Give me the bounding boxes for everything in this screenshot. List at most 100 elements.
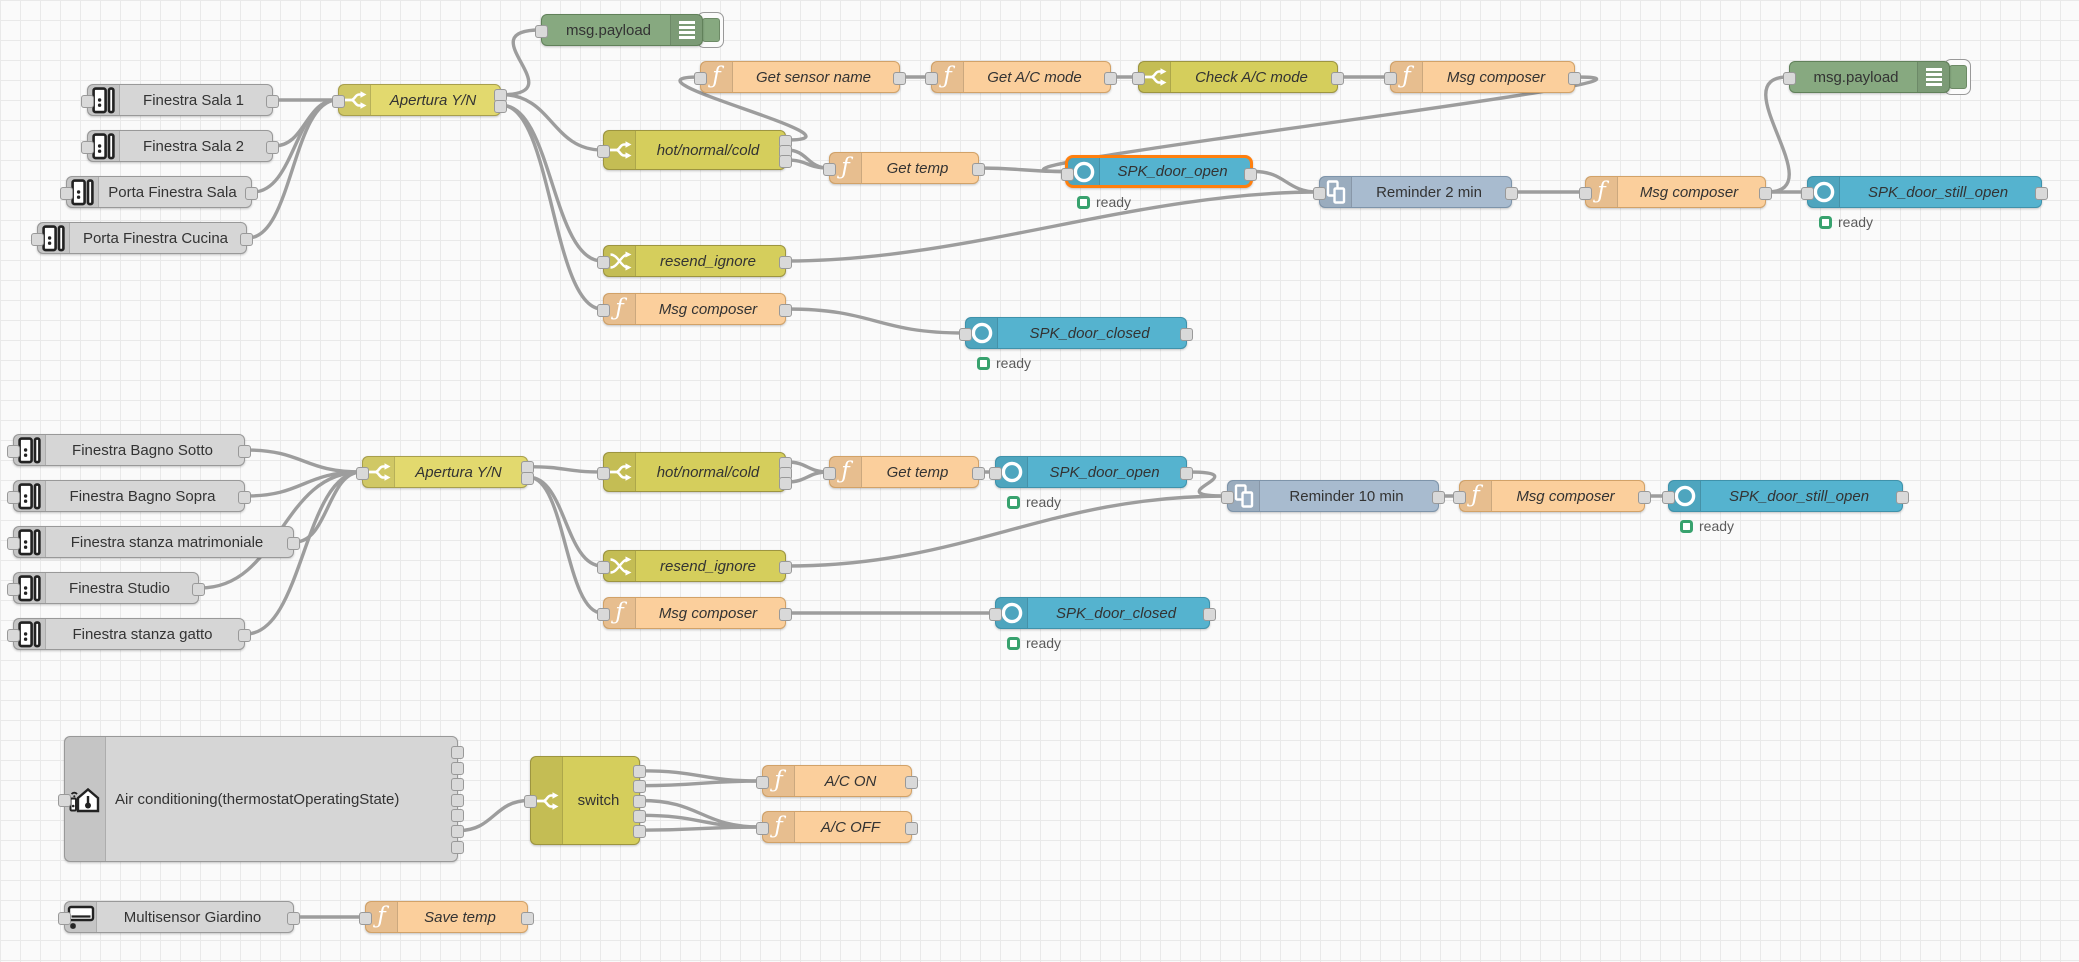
output-port-1[interactable] (287, 536, 300, 550)
node-switch[interactable]: switch (524, 756, 646, 845)
node-spk-door-open-1[interactable]: SPK_door_open (1061, 155, 1257, 188)
input-port[interactable] (597, 560, 610, 574)
node-spk-door-closed-1[interactable]: SPK_door_closed (959, 317, 1193, 349)
node-spk-door-still-open-2[interactable]: SPK_door_still_open (1662, 480, 1909, 512)
output-port-1[interactable] (905, 821, 918, 835)
node-porta-finestra-sala[interactable]: Porta Finestra Sala (60, 176, 258, 208)
node-finestra-stanza-matrimoniale[interactable]: Finestra stanza matrimoniale (7, 526, 300, 558)
wire-hot-normal-cold-2-to-get-temp-2[interactable] (785, 470, 830, 484)
output-port-1[interactable] (287, 911, 300, 925)
node-finestra-studio[interactable]: Finestra Studio (7, 572, 205, 604)
output-port-3[interactable] (633, 795, 646, 808)
output-port-2[interactable] (494, 99, 507, 113)
output-port-7[interactable] (451, 840, 464, 854)
wire-finestra-stanza-gatto-to-apertura-yn-2[interactable] (244, 470, 363, 636)
node-porta-finestra-cucina[interactable]: Porta Finestra Cucina (31, 222, 253, 254)
input-port[interactable] (7, 628, 20, 642)
input-port[interactable] (597, 303, 610, 317)
wire-porta-finestra-cucina-to-apertura-yn-1[interactable] (246, 98, 339, 240)
wire-spk-door-open-1-to-reminder-2-min[interactable] (1252, 169, 1320, 194)
input-port[interactable] (597, 144, 610, 158)
wire-apertura-yn-1-to-msg-composer-low-1[interactable] (500, 103, 604, 311)
input-port[interactable] (359, 911, 372, 925)
input-port[interactable] (1313, 186, 1326, 200)
node-debug-payload-2[interactable]: msg.payload (1783, 61, 1950, 93)
wire-switch-to-ac-off[interactable] (639, 825, 763, 832)
output-port-4[interactable] (451, 793, 464, 807)
node-spk-door-still-open-1[interactable]: SPK_door_still_open (1801, 176, 2048, 208)
node-finestra-sala-2[interactable]: Finestra Sala 2 (81, 130, 279, 162)
wire-apertura-yn-2-to-resend-ignore-2[interactable] (527, 475, 604, 568)
wire-hot-normal-cold-1-to-get-sensor-name[interactable] (678, 75, 808, 142)
wire-resend-ignore-2-to-reminder-10-min[interactable] (785, 494, 1228, 568)
output-port-1[interactable] (972, 162, 985, 176)
output-port-1[interactable] (1180, 327, 1193, 341)
output-port-1[interactable] (451, 746, 464, 760)
node-check-ac-mode[interactable]: Check A/C mode (1132, 61, 1344, 93)
input-port[interactable] (332, 94, 345, 108)
output-port-1[interactable] (238, 628, 251, 642)
output-port-1[interactable] (1432, 490, 1445, 504)
wire-hot-normal-cold-2-to-get-temp-2[interactable] (785, 460, 830, 474)
output-port-5[interactable] (451, 809, 464, 823)
node-debug-payload-1[interactable]: msg.payload (535, 14, 703, 46)
output-port-4[interactable] (633, 809, 646, 823)
output-port-1[interactable] (779, 607, 792, 621)
wire-msg-composer-top-to-spk-door-open-1[interactable] (1041, 75, 1599, 174)
wire-apertura-yn-1-to-resend-ignore-1[interactable] (500, 103, 604, 263)
node-hot-normal-cold-2[interactable]: hot/normal/cold (597, 452, 792, 492)
output-port-3[interactable] (779, 476, 792, 490)
input-port[interactable] (7, 490, 20, 504)
wire-switch-to-ac-off[interactable] (639, 813, 763, 829)
input-port[interactable] (58, 793, 71, 807)
output-port-1[interactable] (192, 582, 205, 596)
input-port[interactable] (7, 444, 20, 458)
input-port[interactable] (1801, 186, 1814, 200)
output-port-1[interactable] (245, 186, 258, 200)
input-port[interactable] (1132, 71, 1145, 85)
input-port[interactable] (356, 466, 369, 480)
output-port-1[interactable] (1104, 71, 1117, 85)
input-port[interactable] (989, 607, 1002, 621)
output-port-1[interactable] (240, 232, 253, 246)
output-port-3[interactable] (451, 777, 464, 791)
input-port[interactable] (7, 582, 20, 596)
wire-apertura-yn-1-to-hot-normal-cold-1[interactable] (500, 92, 604, 152)
output-port-1[interactable] (905, 775, 918, 789)
node-finestra-sala-1[interactable]: Finestra Sala 1 (81, 84, 279, 116)
wire-msg-composer-low-1-to-spk-door-closed-1[interactable] (785, 307, 966, 335)
wire-resend-ignore-1-to-reminder-2-min[interactable] (785, 190, 1320, 263)
node-reminder-2-min[interactable]: Reminder 2 min (1313, 176, 1518, 208)
input-port[interactable] (7, 536, 20, 550)
output-port-1[interactable] (266, 94, 279, 108)
wire-switch-to-ac-off[interactable] (639, 798, 763, 829)
input-port[interactable] (1061, 168, 1074, 181)
output-port-1[interactable] (779, 303, 792, 317)
output-port-1[interactable] (2035, 186, 2048, 200)
wire-air-conditioning-to-switch[interactable] (457, 798, 531, 833)
input-port[interactable] (81, 140, 94, 154)
node-resend-ignore-2[interactable]: resend_ignore (597, 550, 792, 582)
output-port-1[interactable] (1203, 607, 1216, 621)
output-port-1[interactable] (633, 765, 646, 779)
wire-finestra-bagno-sotto-to-apertura-yn-2[interactable] (244, 448, 363, 474)
input-port[interactable] (1384, 71, 1397, 85)
wire-switch-to-ac-on[interactable] (639, 769, 763, 783)
wire-apertura-yn-2-to-msg-composer-low-2[interactable] (527, 475, 604, 615)
input-port[interactable] (1662, 490, 1675, 504)
node-finestra-bagno-sotto[interactable]: Finestra Bagno Sotto (7, 434, 251, 466)
output-port-2[interactable] (521, 471, 534, 485)
output-port-1[interactable] (238, 444, 251, 458)
input-port[interactable] (58, 911, 71, 925)
input-port[interactable] (823, 162, 836, 176)
output-port-1[interactable] (1331, 71, 1344, 85)
input-port[interactable] (756, 821, 769, 835)
input-port[interactable] (597, 466, 610, 480)
output-port-1[interactable] (779, 255, 792, 269)
